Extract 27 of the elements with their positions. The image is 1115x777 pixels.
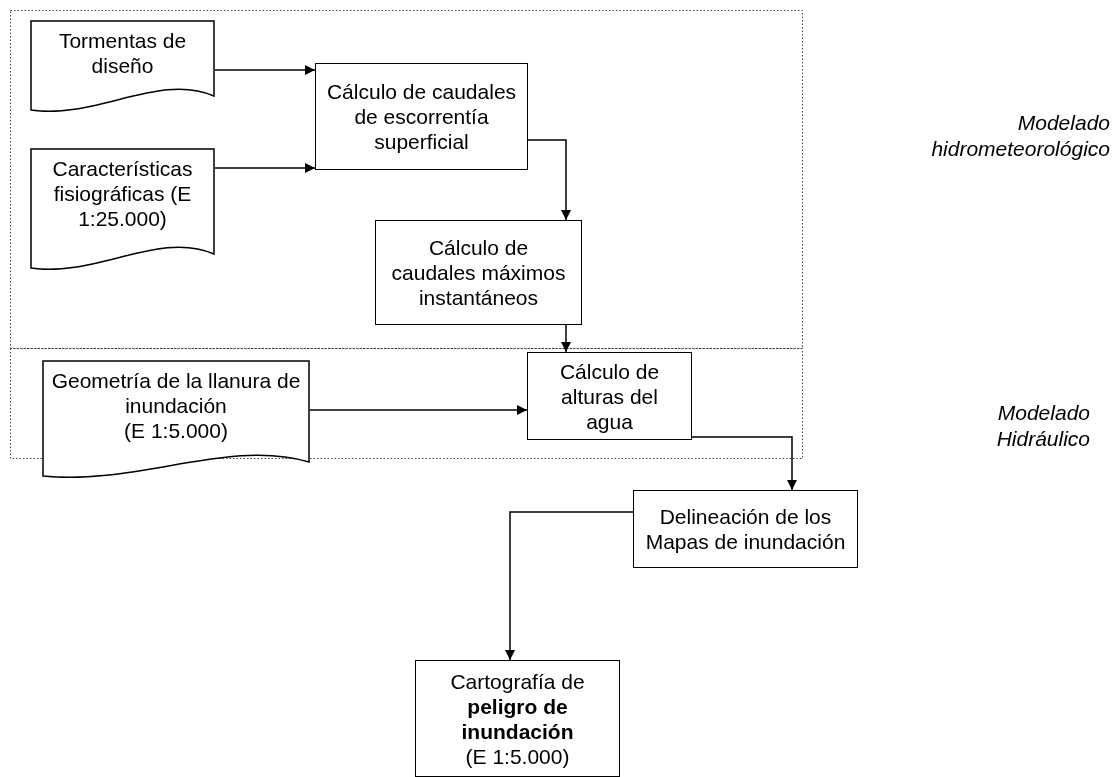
node-text: Delineación de los Mapas de inundación	[644, 504, 847, 554]
process-box	[527, 352, 692, 440]
node-text: Cálculo de alturas del agua	[558, 358, 661, 434]
node-text: Geometría de la llanura de inundación	[50, 368, 302, 418]
document-shape	[42, 360, 310, 478]
node-text: Cartografía de peligro de inundación	[449, 668, 586, 744]
process-box	[315, 63, 528, 170]
process-box	[633, 490, 858, 568]
document-shape	[30, 148, 215, 270]
process-box	[415, 660, 620, 777]
arrow	[214, 65, 316, 75]
node-text: Características fisiográficas (E 1:25.000)	[51, 156, 194, 231]
arrow	[309, 405, 528, 415]
arrow	[505, 511, 634, 661]
node-text: Tormentas de diseño	[57, 28, 188, 78]
arrow	[527, 139, 571, 221]
node-text: (E 1:5.000)	[123, 418, 229, 443]
node-text: (E 1:5.000)	[464, 743, 571, 769]
document-shape	[30, 20, 215, 112]
arrow	[691, 436, 797, 491]
region-label: Modelado hidrometeorológico	[930, 110, 1110, 162]
node-text: Cálculo de caudales máximos instantáneos	[390, 235, 567, 310]
arrow	[214, 163, 316, 173]
region-label: Modelado Hidráulico	[995, 400, 1090, 452]
node-text: Cálculo de caudales de escorrentía superficial	[325, 79, 518, 154]
process-box	[375, 220, 582, 325]
arrow	[561, 324, 571, 353]
